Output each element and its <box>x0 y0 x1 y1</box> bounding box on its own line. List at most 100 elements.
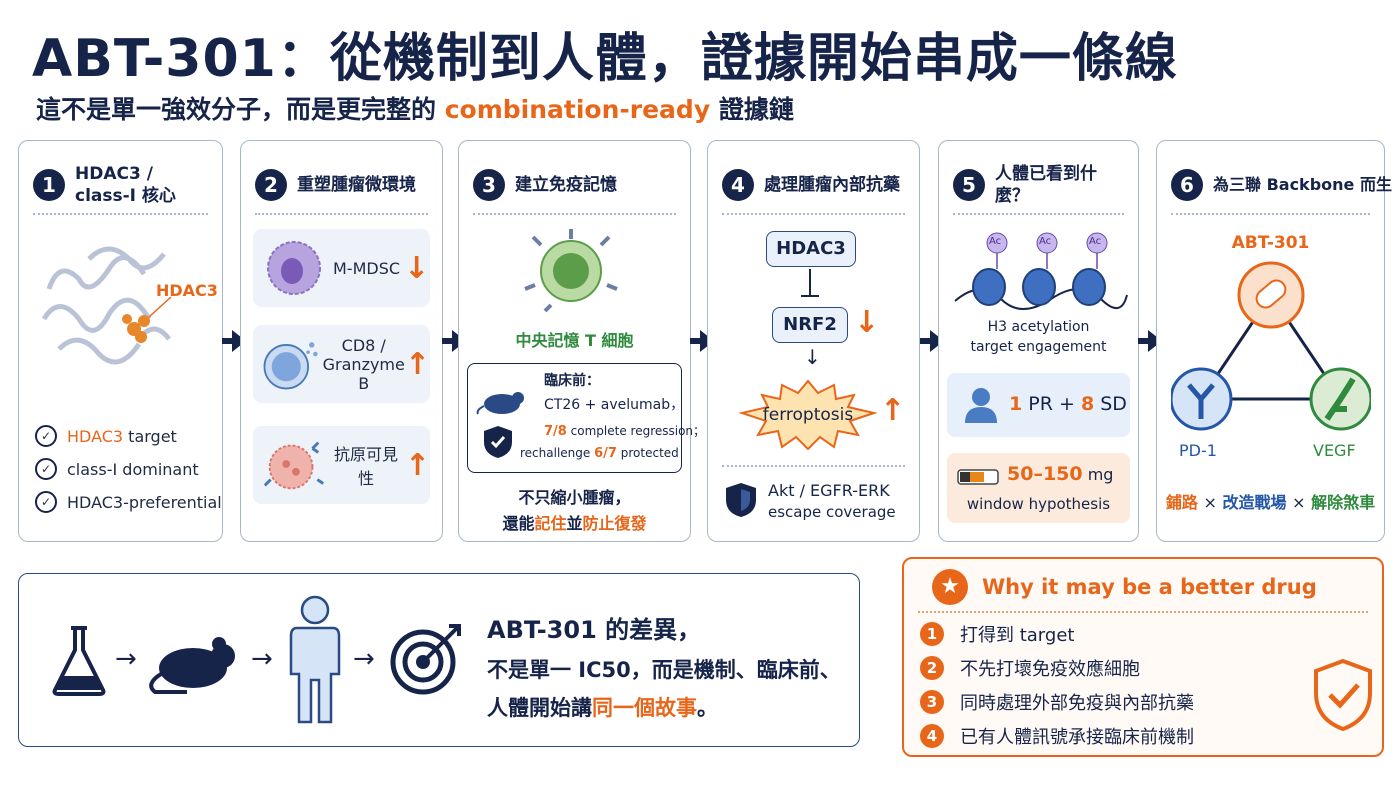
node-nrf2: NRF2 <box>772 307 848 343</box>
inhibit-bar-icon <box>801 295 819 297</box>
sd-count: 8 <box>1080 393 1095 415</box>
reason-number: 1 <box>920 622 944 646</box>
flask-icon <box>52 626 106 696</box>
tme-item: 抗原可見性 ↑ <box>253 426 430 504</box>
antigen-cell-icon <box>263 441 324 490</box>
dose-bar-icon <box>957 469 999 485</box>
up-arrow-icon: ↑ <box>404 346 430 382</box>
step-number: 1 <box>33 169 65 201</box>
tag-remodel: 改造戰場 <box>1222 493 1287 512</box>
dose-sub: window hypothesis <box>966 495 1111 513</box>
tag-pave: 鋪路 <box>1165 493 1198 512</box>
down-arrow-small-icon: ↓ <box>804 345 821 369</box>
times-sign: × <box>1292 493 1306 512</box>
card-header: 4 處理腫瘤內部抗藥 <box>722 157 905 215</box>
check-text: HDAC3-preferential <box>67 492 222 512</box>
check-text: target <box>123 426 177 446</box>
card-immune-memory: 3 建立免疫記憶 中央記憶 T 細胞 臨床前： CT26 + avelumab，… <box>458 140 705 542</box>
box-text: protected <box>616 446 679 460</box>
vegf-label: VEGF <box>1313 441 1356 460</box>
response-text: 1 PR + 8 SD <box>1009 393 1127 415</box>
check-circle-icon: ✓ <box>35 458 57 480</box>
dose-unit: mg <box>1082 465 1114 484</box>
pr-text: PR + <box>1022 393 1081 415</box>
journey-text: 。 <box>697 696 718 720</box>
role-tags: 鋪路 × 改造戰場 × 解除煞車 <box>1157 489 1384 513</box>
journey-highlight: 同一個故事 <box>592 696 697 720</box>
response-tile: 1 PR + 8 SD <box>947 373 1130 437</box>
card-title: 處理腫瘤內部抗藥 <box>764 175 900 195</box>
drug-label: ABT-301 <box>1231 233 1310 253</box>
arrow-icon: → <box>115 644 137 674</box>
inhibit-icon <box>809 269 811 295</box>
tme-item: CD8 / Granzyme B ↑ <box>253 325 430 403</box>
dose-range: 50–150 <box>1007 463 1083 485</box>
subtitle-highlight: combination-ready <box>444 95 711 124</box>
triangle-network-icon <box>1171 261 1371 431</box>
card-title: 人體已看到什麼？ <box>995 164 1097 206</box>
times-sign: × <box>1203 493 1217 512</box>
footer-text: 還能 <box>502 514 535 533</box>
node-hdac3: HDAC3 <box>766 231 856 267</box>
step-number: 3 <box>473 169 505 201</box>
card-tme-remodel: 2 重塑腫瘤微環境 M-MDSC ↓ CD8 / Granzyme B ↑ 抗原… <box>240 140 443 542</box>
footer-line: 不只縮小腫瘤， <box>518 488 631 507</box>
ferroptosis-label: ferroptosis <box>762 405 854 425</box>
cell-label: 中央記憶 T 細胞 <box>515 331 634 350</box>
protein-label: HDAC3 <box>156 281 218 300</box>
card-title: 建立免疫記憶 <box>515 175 617 195</box>
reason-item: 3 同時處理外部免疫與內部抗藥 <box>920 689 1194 715</box>
card-resistance: 4 處理腫瘤內部抗藥 HDAC3 NRF2 ↓ ↓ ferroptosis ↑ … <box>707 140 920 542</box>
tme-label: M-MDSC <box>332 258 401 278</box>
card-title: 為三聯 Backbone 而生 <box>1213 175 1392 194</box>
card-human-data: 5 人體已看到什麼？ Ac Ac Ac H3 acetylation targe… <box>938 140 1139 542</box>
reason-number: 2 <box>920 656 944 680</box>
card-header: 3 建立免疫記憶 <box>473 157 676 215</box>
step-number: 6 <box>1171 169 1203 201</box>
pr-count: 1 <box>1009 393 1023 415</box>
up-arrow-icon: ↑ <box>880 393 906 428</box>
ferroptosis-burst-icon <box>738 379 878 451</box>
ac-label: Ac <box>1089 236 1102 247</box>
human-icon <box>289 595 341 724</box>
check-item: ✓ class-I dominant <box>35 458 199 480</box>
journey-line: 人體開始講同一個故事。 <box>487 692 718 722</box>
escape-line: escape coverage <box>768 503 896 521</box>
arrow-icon: → <box>251 644 273 674</box>
escape-line: Akt / EGFR-ERK <box>768 481 890 500</box>
footer-line: 還能記住並防止復發 <box>459 511 690 537</box>
tag-release-brake: 解除煞車 <box>1311 493 1376 512</box>
shield-icon <box>484 426 512 458</box>
card-footer: 不只縮小腫瘤， 還能記住並防止復發 <box>459 485 690 537</box>
engagement-line: H3 acetylation <box>987 319 1090 335</box>
down-arrow-icon: ↓ <box>854 305 880 340</box>
memory-t-cell-icon <box>524 229 618 313</box>
reason-number: 4 <box>920 724 944 748</box>
journey-line: 不是單一 IC50，而是機制、臨床前、 <box>487 658 841 682</box>
reason-number: 3 <box>920 690 944 714</box>
step-number: 2 <box>255 169 287 201</box>
star-badge-icon: ★ <box>932 569 968 605</box>
mouse-icon <box>476 392 524 415</box>
protein-structure-icon <box>41 246 172 365</box>
reason-text: 同時處理外部免疫與內部抗藥 <box>960 693 1194 714</box>
page-title: ABT-301：從機制到人體，證據開始串成一條線 <box>32 29 1178 89</box>
box-line: 7/8 complete regression； <box>544 422 705 439</box>
subtitle-prefix: 這不是單一強效分子，而是更完整的 <box>36 95 445 124</box>
person-icon <box>965 388 997 423</box>
arrow-icon: → <box>353 644 375 674</box>
dose-value: 50–150 mg <box>1007 463 1113 485</box>
card-title: 重塑腫瘤微環境 <box>297 175 416 195</box>
panel-title: Why it may be a better drug <box>982 575 1317 599</box>
box-highlight: 6/7 <box>594 446 617 461</box>
card-header: 5 人體已看到什麼？ <box>953 157 1124 215</box>
target-icon <box>390 624 461 695</box>
card-triplet-backbone: 6 為三聯 Backbone 而生 ABT-301 PD-1 VEGF 鋪路 ×… <box>1156 140 1392 542</box>
footer-highlight: 防止復發 <box>582 514 647 533</box>
tme-label: CD8 / Granzyme B <box>322 335 405 393</box>
up-arrow-icon: ↑ <box>404 447 430 483</box>
check-item: ✓ HDAC3-preferential <box>35 491 222 513</box>
box-title: 臨床前： <box>544 373 600 389</box>
down-arrow-icon: ↓ <box>404 250 430 286</box>
